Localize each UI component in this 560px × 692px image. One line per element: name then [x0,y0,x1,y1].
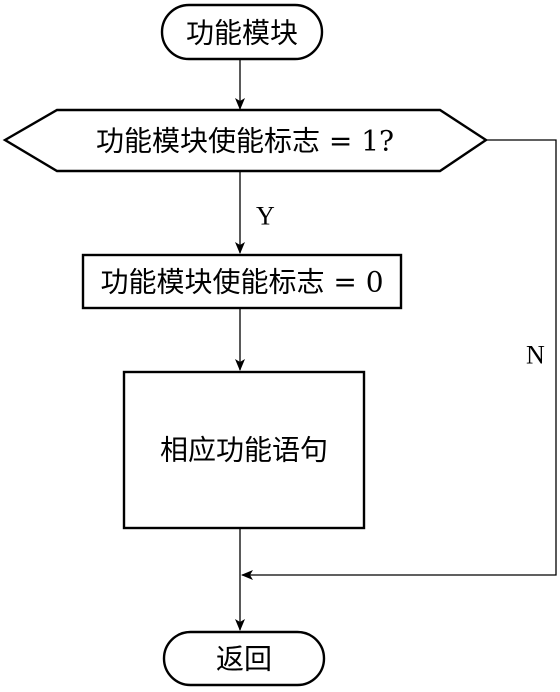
start-label: 功能模块 [186,17,298,50]
reset-flag-box [81,253,403,310]
start-terminal [160,3,324,61]
decision-box [2,108,489,173]
connector-decision-no [241,139,557,580]
decision-label: 功能模块使能标志 = 1? [96,125,394,158]
function-statements-label: 相应功能语句 [160,434,328,467]
function-statements-box [122,370,366,530]
reset-flag-label: 功能模块使能标志 = 0 [100,266,383,299]
yes-label: Y [256,202,275,231]
end-terminal [162,630,326,687]
no-label: N [526,341,545,370]
end-label: 返回 [216,643,272,676]
